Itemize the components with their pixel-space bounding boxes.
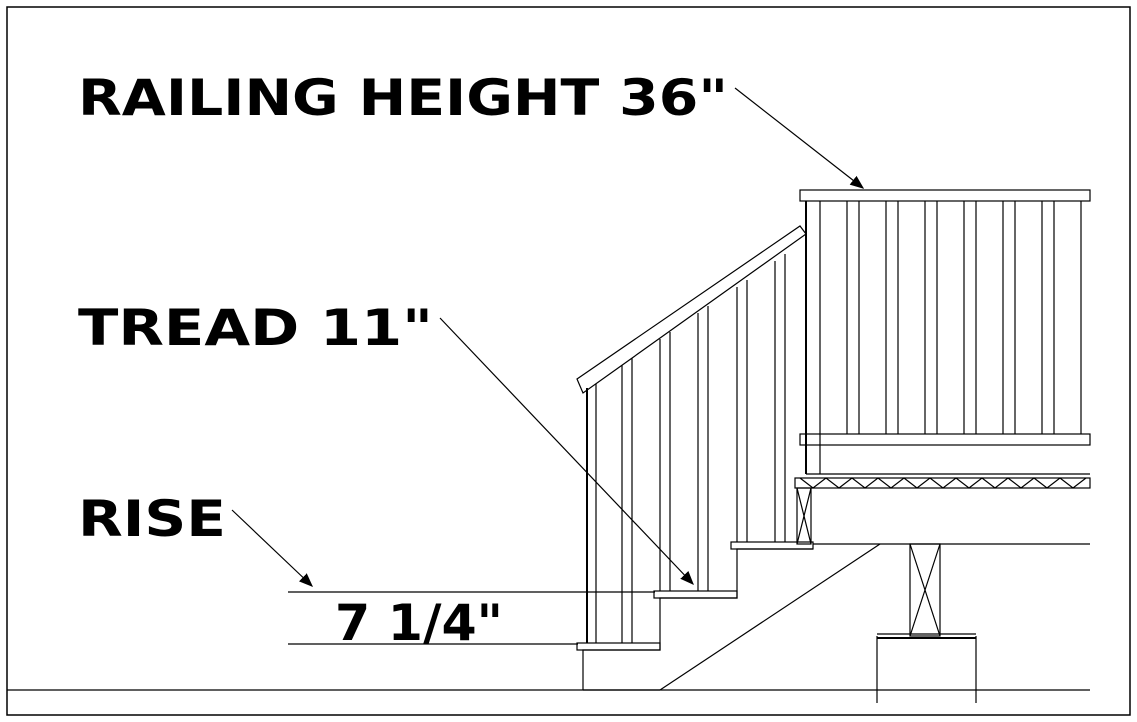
tread-leader xyxy=(439,317,694,586)
tread-label: TREAD 11" xyxy=(78,299,433,357)
stair-stringer xyxy=(576,541,881,691)
stair-hand-rail xyxy=(576,225,807,394)
support-post xyxy=(876,543,977,703)
deck-top-rail xyxy=(799,189,1091,202)
deck-joist-crosshatch xyxy=(799,477,1087,489)
stringer-underside xyxy=(659,543,881,691)
support-post-body xyxy=(909,543,941,637)
railing-height-leader xyxy=(734,87,865,189)
rim-block xyxy=(796,487,812,545)
support-post-cross xyxy=(909,543,941,637)
drawing-frame xyxy=(6,6,1131,716)
stair-tread xyxy=(576,642,661,651)
rim-block-cross xyxy=(796,487,812,545)
rise-value-label: 7 1/4" xyxy=(335,594,503,652)
rise-dimension xyxy=(288,591,655,645)
rise-label: RISE xyxy=(78,490,226,548)
stair-tread xyxy=(730,541,814,550)
deck-railing xyxy=(799,189,1091,474)
leader-lines xyxy=(231,87,865,587)
stair-tread xyxy=(653,590,738,599)
rise-leader xyxy=(231,509,314,587)
deck-bottom-rail xyxy=(799,433,1091,446)
deck-floor xyxy=(794,473,1091,545)
railing-height-label: RAILING HEIGHT 36" xyxy=(78,69,728,127)
stair-railing xyxy=(576,225,807,643)
